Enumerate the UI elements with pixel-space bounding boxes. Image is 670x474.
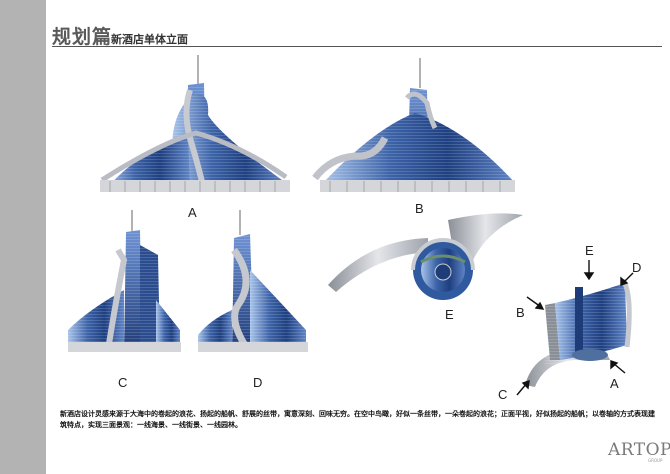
page-title: 规划篇 — [52, 26, 113, 48]
header-divider — [52, 46, 662, 47]
label-view-c: C — [118, 375, 128, 390]
plan-label-c: C — [498, 387, 508, 402]
label-view-a: A — [188, 205, 197, 220]
page-header: 规划篇 新酒店单体立面 — [52, 18, 662, 48]
elevation-d-drawing — [198, 210, 310, 355]
label-view-b: B — [415, 201, 424, 216]
aerial-view-e-drawing — [328, 213, 523, 300]
artop-logo-sub: GROUP — [648, 458, 663, 463]
elevation-a-drawing — [100, 55, 290, 192]
left-sidebar-strip — [0, 0, 46, 474]
plan-label-a: A — [610, 376, 619, 391]
plan-label-b: B — [516, 305, 525, 320]
page-subtitle: 新酒店单体立面 — [111, 33, 188, 46]
design-description: 新酒店设计灵感来源于大海中的卷起的浪花、扬起的船帆、舒展的丝带，寓意深刻、回味无… — [60, 410, 655, 429]
label-view-d: D — [253, 375, 263, 390]
perspective-plan-drawing — [516, 260, 635, 396]
plan-label-d: D — [632, 260, 642, 275]
elevation-c-drawing — [68, 210, 183, 355]
artop-logo: ARTOP — [608, 440, 670, 460]
elevation-b-drawing — [312, 58, 520, 193]
plan-label-e: E — [585, 243, 594, 258]
label-view-e: E — [445, 307, 454, 322]
